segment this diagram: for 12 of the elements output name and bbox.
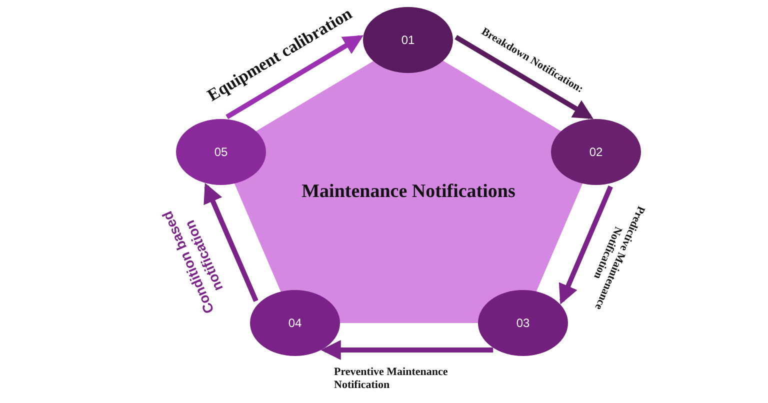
step-circle: 03 (478, 290, 568, 356)
step-circle: 04 (250, 290, 340, 356)
arrow (226, 35, 364, 120)
step-circle: 01 (363, 7, 453, 73)
step-circle: 02 (551, 119, 641, 185)
arrow (454, 34, 594, 120)
step-circle: 05 (176, 119, 266, 185)
arrow (320, 340, 494, 360)
edge-label: Preventive Maintenance Notification (334, 366, 449, 392)
center-title: Maintenance Notifications (302, 180, 516, 202)
arrow (558, 185, 613, 304)
arrow (204, 182, 258, 302)
